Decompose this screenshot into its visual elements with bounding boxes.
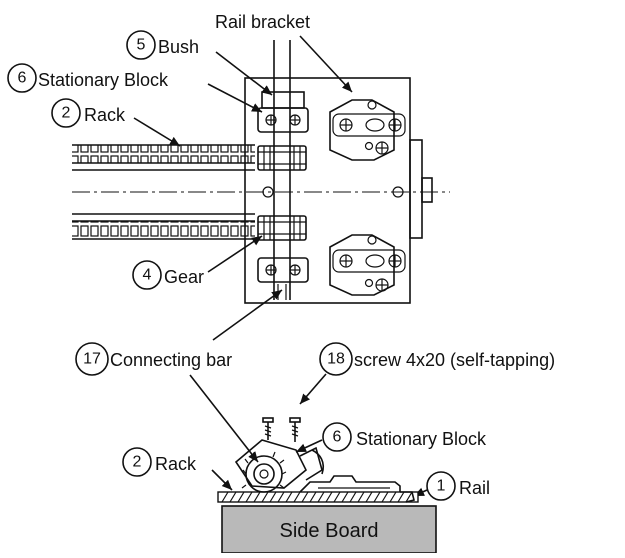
rail-bracket-plate [244, 77, 433, 304]
callout-rail: 1 Rail [413, 471, 490, 501]
screw-right [289, 417, 301, 442]
screw-label: screw 4x20 (self-tapping) [354, 350, 555, 370]
gear-label: Gear [164, 267, 204, 287]
rack-bottom-label: Rack [155, 454, 197, 474]
callout-rail-bracket: Rail bracket [215, 12, 353, 93]
gear-lower [257, 215, 307, 241]
callout-rack-top: 2 Rack [51, 98, 181, 147]
callout-connecting-bar: 17 Connecting bar [75, 289, 283, 463]
stationary-block-upper [257, 91, 309, 133]
callout-stationary-block-bottom: 6 Stationary Block [295, 422, 487, 453]
stationary-block-bottom-label: Stationary Block [356, 429, 487, 449]
bush-label: Bush [158, 37, 199, 57]
rail-label: Rail [459, 478, 490, 498]
callout-screw: 18 screw 4x20 (self-tapping) [299, 342, 555, 405]
rack-side [217, 491, 419, 503]
callout-bush: 5 Bush [126, 30, 273, 96]
callout-gear: 4 Gear [132, 235, 263, 290]
rack-bottom-number: 2 [133, 454, 142, 471]
stationary-block-lower [257, 257, 309, 283]
bush-number: 5 [137, 37, 146, 54]
stationary-block-top-number: 6 [18, 70, 27, 87]
rail-number: 1 [437, 478, 446, 495]
rack-top-number: 2 [62, 105, 71, 122]
connecting-bar-label: Connecting bar [110, 350, 232, 370]
rail-side [299, 475, 415, 503]
screw-left [262, 417, 274, 440]
callout-rack-bottom: 2 Rack [122, 447, 233, 491]
stationary-block-bottom-number: 6 [333, 429, 342, 446]
callout-stationary-block-top: 6 Stationary Block [7, 63, 263, 113]
top-view [72, 40, 450, 304]
rack-upper [72, 144, 255, 171]
side-board-label: Side Board [280, 520, 379, 542]
side-board [221, 505, 437, 554]
gear-number: 4 [143, 267, 152, 284]
screw-number: 18 [327, 351, 345, 368]
rail-bracket-label: Rail bracket [215, 12, 310, 32]
connecting-bar-number: 17 [83, 351, 101, 368]
rack-lower [72, 213, 255, 240]
stationary-block-top-label: Stationary Block [38, 70, 169, 90]
stationary-block-side [234, 439, 325, 493]
gear-upper [257, 145, 307, 171]
rack-top-label: Rack [84, 105, 126, 125]
side-view: Side Board [217, 417, 437, 554]
